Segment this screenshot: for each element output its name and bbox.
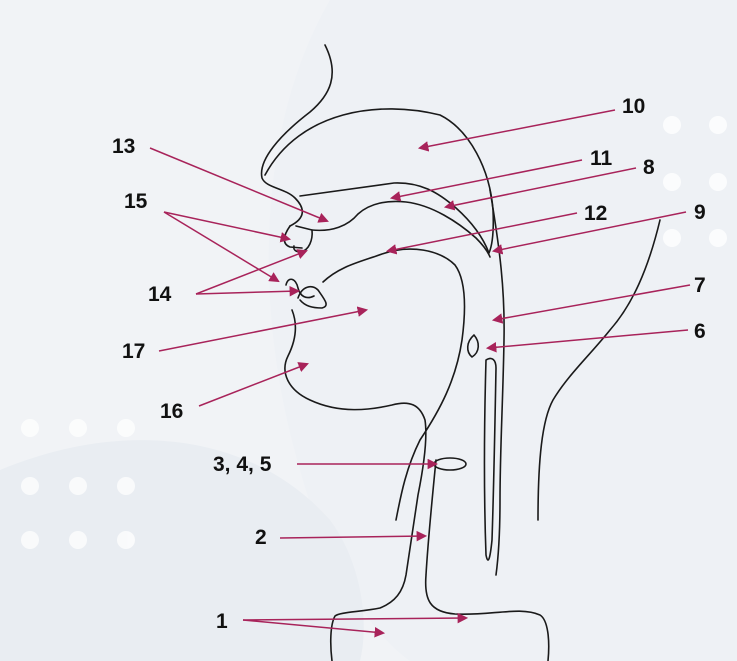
label-9: 9	[694, 201, 706, 224]
label-17: 17	[122, 340, 145, 363]
label-8: 8	[643, 156, 655, 179]
label-12: 12	[584, 202, 607, 225]
label-13: 13	[112, 135, 135, 158]
label-16: 16	[160, 400, 183, 423]
label-1: 1	[216, 610, 228, 633]
label-10: 10	[622, 95, 645, 118]
label-6: 6	[694, 320, 706, 343]
label-3-4-5: 3, 4, 5	[213, 453, 272, 476]
label-2: 2	[255, 526, 267, 549]
label-11: 11	[590, 147, 613, 170]
label-15: 15	[124, 190, 148, 213]
label-14: 14	[148, 283, 172, 306]
label-7: 7	[694, 274, 706, 297]
